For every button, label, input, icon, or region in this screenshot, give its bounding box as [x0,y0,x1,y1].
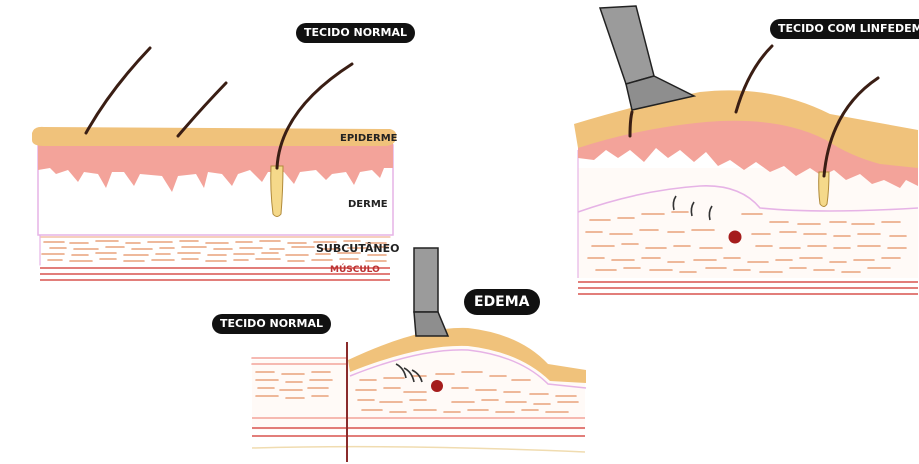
edema-probe [414,248,448,336]
edema-fluid-dot [431,380,443,392]
lymphedema-title: TECIDO COM LINFEDEMA [770,19,919,39]
lymph-probe [600,6,694,110]
layer-label-subcutaneous: SUBCUTÂNEO [316,242,399,255]
normal-tissue-title: TECIDO NORMAL [296,23,415,43]
lymph-fluid-dot [729,231,742,244]
edema-normal-label: TECIDO NORMAL [212,314,331,334]
layer-label-epidermis: EPIDERME [340,133,398,144]
lymphedema-panel [574,6,918,294]
lymph-muscle [578,282,918,294]
normal-hair-follicle [271,166,283,217]
layer-label-dermis: DERME [348,199,388,210]
edema-title: EDEMA [464,289,540,315]
layer-label-muscle: MÚSCULO [330,265,380,275]
